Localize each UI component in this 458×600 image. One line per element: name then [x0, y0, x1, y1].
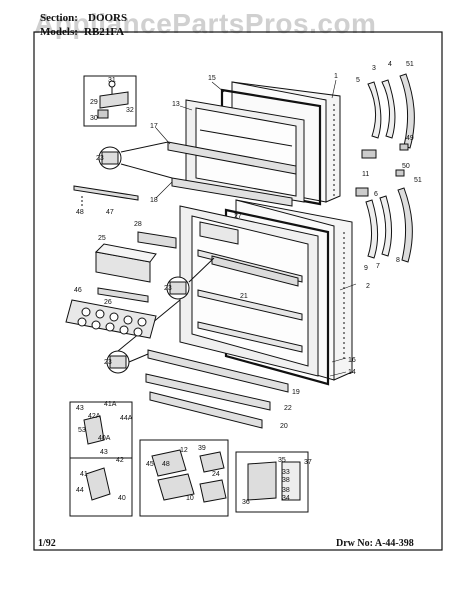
part-number: 47: [106, 209, 114, 216]
part-number: 44A: [120, 415, 133, 422]
part-number: 48: [162, 461, 170, 468]
loose-parts-left: [65, 185, 177, 339]
leader-lines: [155, 79, 357, 377]
part-number: 7: [376, 263, 380, 270]
part-number: 24: [212, 471, 220, 478]
part-number: 13: [172, 101, 180, 108]
part-number: 36: [242, 499, 250, 506]
part-number: 23: [96, 155, 104, 162]
part-number: 32: [126, 107, 134, 114]
part-number: 22: [284, 405, 292, 412]
part-number: 37: [304, 459, 312, 466]
part-number: 43: [76, 405, 84, 412]
part-number: 14: [348, 369, 356, 376]
part-number: 16: [348, 357, 356, 364]
part-number: 29: [90, 99, 98, 106]
part-number: 43: [100, 449, 108, 456]
part-number: 26: [104, 299, 112, 306]
part-number: 35: [278, 457, 286, 464]
part-number: 27: [234, 213, 242, 220]
part-number: 17: [150, 123, 158, 130]
part-number: 50: [402, 163, 410, 170]
part-number: 1: [334, 73, 338, 80]
part-number: 39: [198, 445, 206, 452]
part-number: 53: [78, 427, 86, 434]
part-number: 2: [366, 283, 370, 290]
part-number: 49: [406, 135, 414, 142]
part-number: 19: [292, 389, 300, 396]
part-number: 25: [98, 235, 106, 242]
section-value: DOORS: [88, 12, 128, 24]
part-number: 30: [90, 115, 98, 122]
part-number: 44: [76, 487, 84, 494]
part-number: 51: [414, 177, 422, 184]
hinge-parts-inset: [83, 75, 137, 127]
part-number: 23: [164, 285, 172, 292]
footer-date: 1/92: [38, 538, 56, 549]
part-number: 42: [116, 457, 124, 464]
part-number: 42A: [88, 413, 101, 420]
part-number: 15: [208, 75, 216, 82]
part-number: 34: [282, 495, 290, 502]
part-number: 38: [282, 487, 290, 494]
part-callouts: 1 2 3 4 5 6 7 8 9 10 11 12 13 14 15 16 1…: [74, 61, 422, 506]
part-number: 23: [104, 359, 112, 366]
part-number: 33: [282, 469, 290, 476]
part-number: 11: [362, 171, 369, 178]
part-number: 40: [118, 495, 126, 502]
detail-circles: [98, 141, 215, 374]
part-number: 4: [388, 61, 392, 68]
part-number: 31: [108, 77, 116, 84]
part-number: 6: [374, 191, 378, 198]
part-number: 38: [282, 477, 290, 484]
part-number: 48: [76, 209, 84, 216]
part-number: 45: [146, 461, 154, 468]
part-number: 41A: [104, 401, 117, 408]
fresh-food-door: [145, 199, 353, 429]
part-number: 12: [180, 447, 188, 454]
part-number: 28: [134, 221, 142, 228]
part-number: 18: [150, 197, 158, 204]
section-label: Section:: [40, 12, 78, 24]
part-number: 5: [356, 77, 360, 84]
part-number: 8: [396, 257, 400, 264]
part-number: 20: [280, 423, 288, 430]
bottom-insets: [69, 401, 309, 517]
watermark: AppliancePartsPros.com: [34, 8, 377, 39]
drawing-frame: [33, 31, 443, 551]
drawing-number: Drw No: A-44-398: [336, 538, 414, 549]
part-number: 40A: [98, 435, 111, 442]
freezer-door: [167, 81, 341, 207]
part-number: 41: [80, 471, 88, 478]
part-number: 46: [74, 287, 82, 294]
part-number: 9: [364, 265, 368, 272]
part-number: 10: [186, 495, 194, 502]
part-number: 3: [372, 65, 376, 72]
part-number: 21: [240, 293, 248, 300]
part-number: 51: [406, 61, 414, 68]
right-hardware: [355, 73, 415, 263]
